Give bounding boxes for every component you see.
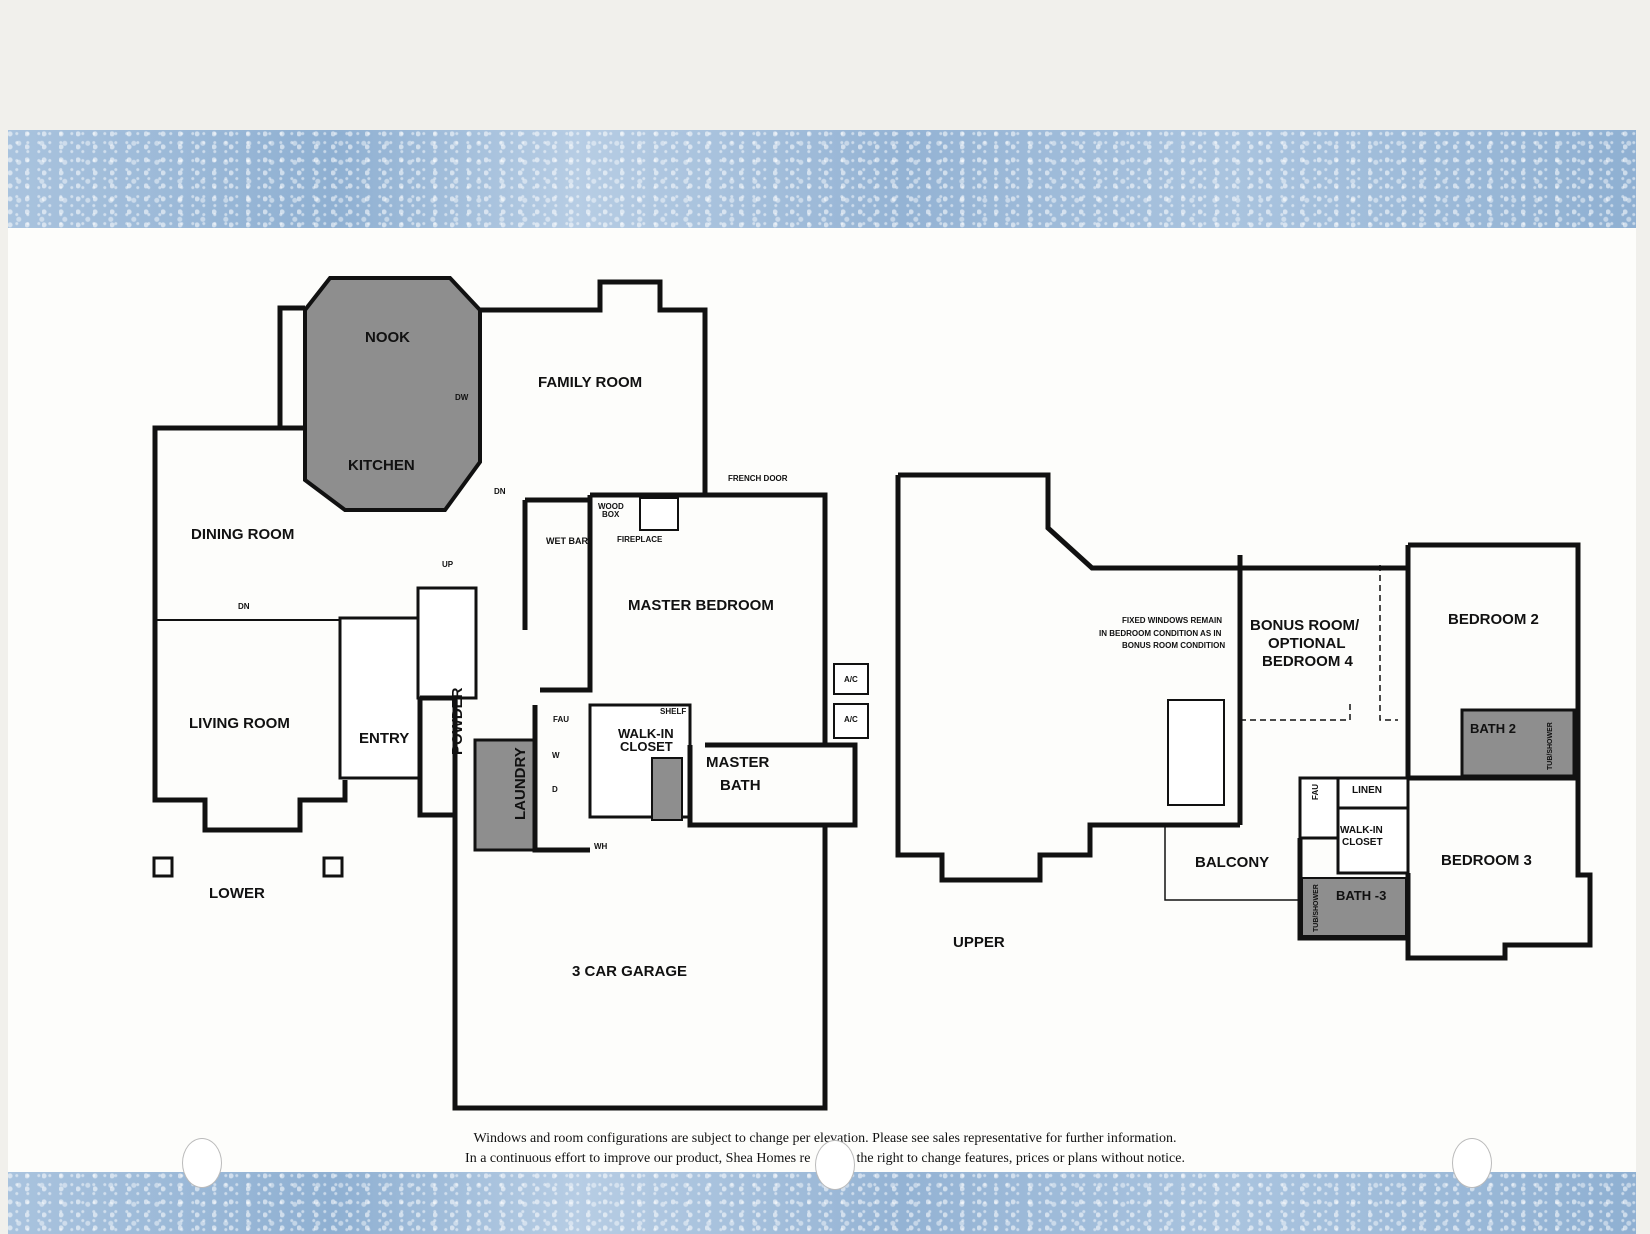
binder-hole-right bbox=[1452, 1138, 1492, 1188]
powder-label: POWDER bbox=[449, 687, 466, 756]
upper-walk-in-closet-label-1: WALK-IN bbox=[1340, 825, 1383, 836]
fau-label: FAU bbox=[553, 715, 569, 724]
upper-label: UPPER bbox=[953, 934, 1005, 951]
french-door-label: FRENCH DOOR bbox=[728, 474, 788, 483]
footnote-line-2-part-a: In a continuous effort to improve our pr… bbox=[465, 1151, 811, 1166]
fixed-windows-note-3: BONUS ROOM CONDITION bbox=[1122, 641, 1226, 650]
bath-3-label: BATH -3 bbox=[1336, 888, 1387, 903]
lower-label: LOWER bbox=[209, 885, 265, 902]
binder-hole-center bbox=[815, 1140, 855, 1190]
wet-bar-label: WET BAR bbox=[546, 536, 588, 546]
balcony-label: BALCONY bbox=[1195, 854, 1270, 871]
footnote-line-1: Windows and room configurations are subj… bbox=[473, 1131, 1177, 1146]
bonus-room-label-3: BEDROOM 4 bbox=[1262, 653, 1353, 670]
upper-walk-in-closet-label-2: CLOSET bbox=[1342, 837, 1383, 848]
dishwasher-label: DW bbox=[455, 393, 469, 402]
washer-label: W bbox=[552, 751, 560, 760]
bedroom-3-label: BEDROOM 3 bbox=[1441, 852, 1532, 869]
dining-room-label: DINING ROOM bbox=[191, 526, 295, 543]
binder-hole-left bbox=[182, 1138, 222, 1188]
master-bath-label-2: BATH bbox=[720, 777, 761, 794]
laundry-label: LAUNDRY bbox=[512, 747, 529, 820]
wood-box-label-2: BOX bbox=[602, 510, 620, 519]
entry-label: ENTRY bbox=[359, 730, 410, 747]
family-down-label: DN bbox=[494, 487, 506, 496]
stair-up-label: UP bbox=[442, 560, 454, 569]
fireplace-label: FIREPLACE bbox=[617, 535, 663, 544]
master-bedroom-label: MASTER BEDROOM bbox=[628, 597, 774, 614]
bonus-room-label-1: BONUS ROOM/ bbox=[1250, 617, 1360, 634]
footnote-line-2-part-b: the right to change features, prices or … bbox=[856, 1151, 1185, 1166]
dryer-label: D bbox=[552, 785, 558, 794]
living-room-label: LIVING ROOM bbox=[189, 715, 290, 732]
bath-2-label: BATH 2 bbox=[1470, 721, 1516, 736]
kitchen-nook-area bbox=[303, 276, 482, 512]
tub-shower-label-3: TUB/SHOWER bbox=[1313, 884, 1320, 932]
water-heater-label: WH bbox=[594, 842, 608, 851]
fixed-windows-note-2: IN BEDROOM CONDITION AS IN bbox=[1099, 629, 1222, 638]
ac-label-2: A/C bbox=[844, 715, 858, 724]
linen-label: LINEN bbox=[1352, 785, 1382, 796]
garage-label: 3 CAR GARAGE bbox=[572, 963, 688, 980]
nook-label: NOOK bbox=[365, 329, 410, 346]
fixed-windows-note-1: FIXED WINDOWS REMAIN bbox=[1122, 616, 1222, 625]
bedroom-2-label: BEDROOM 2 bbox=[1448, 611, 1539, 628]
footnote-line-2: In a continuous effort to improve our pr… bbox=[0, 1151, 1650, 1167]
family-room-label: FAMILY ROOM bbox=[538, 374, 643, 391]
master-bath-label-1: MASTER bbox=[706, 754, 770, 771]
top-decorative-band bbox=[8, 130, 1636, 228]
wood-box-label-1: WOOD bbox=[598, 502, 624, 511]
upper-fau-label: FAU bbox=[1311, 784, 1320, 800]
living-down-label: DN bbox=[238, 602, 250, 611]
walk-in-closet-label-1: WALK-IN bbox=[618, 726, 674, 741]
bonus-room-label-2: OPTIONAL bbox=[1268, 635, 1346, 652]
tub-shower-label-2: TUB/SHOWER bbox=[1547, 722, 1554, 770]
shelf-label: SHELF bbox=[660, 707, 687, 716]
kitchen-label: KITCHEN bbox=[348, 457, 415, 474]
walk-in-closet-label-2: CLOSET bbox=[620, 739, 673, 754]
ac-label-1: A/C bbox=[844, 675, 858, 684]
